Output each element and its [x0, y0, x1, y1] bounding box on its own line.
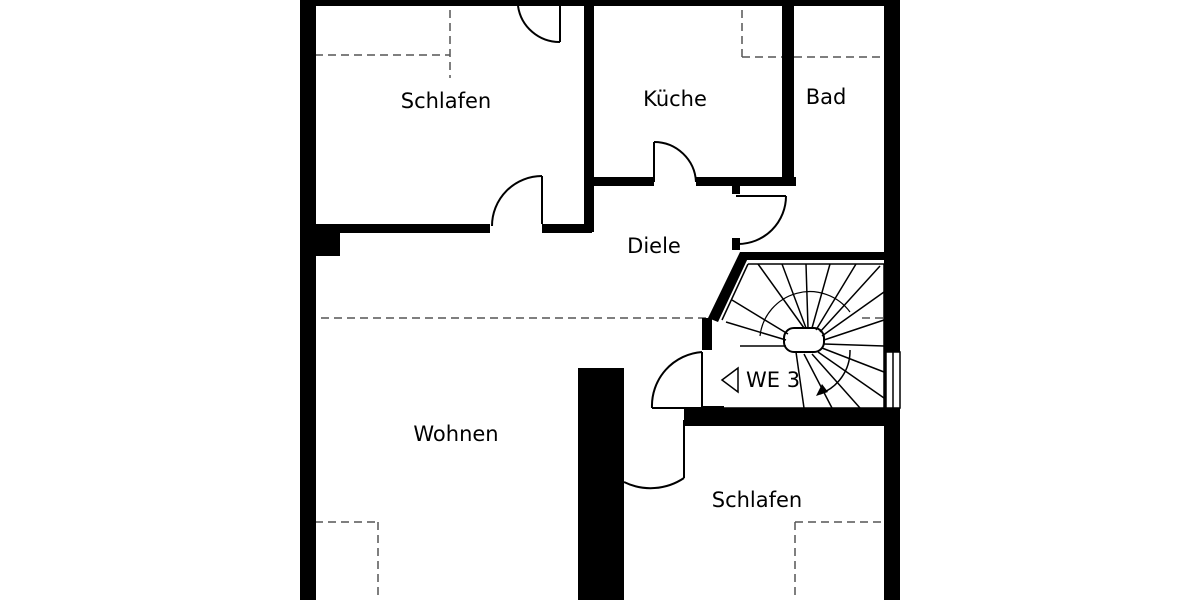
room-label-bad: Bad [806, 85, 847, 109]
unit-label: WE 3 [746, 368, 800, 392]
room-label-schlafen-top: Schlafen [401, 89, 492, 113]
window [885, 351, 901, 409]
triangle-left-icon [720, 366, 739, 394]
room-label-schlafen-bottom: Schlafen [712, 488, 803, 512]
staircase [720, 263, 885, 409]
stair-arrow-icon [816, 384, 828, 396]
doors [491, 5, 787, 490]
walls [300, 0, 900, 600]
room-label-diele: Diele [627, 234, 681, 258]
room-label-kueche: Küche [643, 87, 707, 111]
room-label-wohnen: Wohnen [413, 422, 498, 446]
roof-slope-lines [308, 10, 892, 600]
